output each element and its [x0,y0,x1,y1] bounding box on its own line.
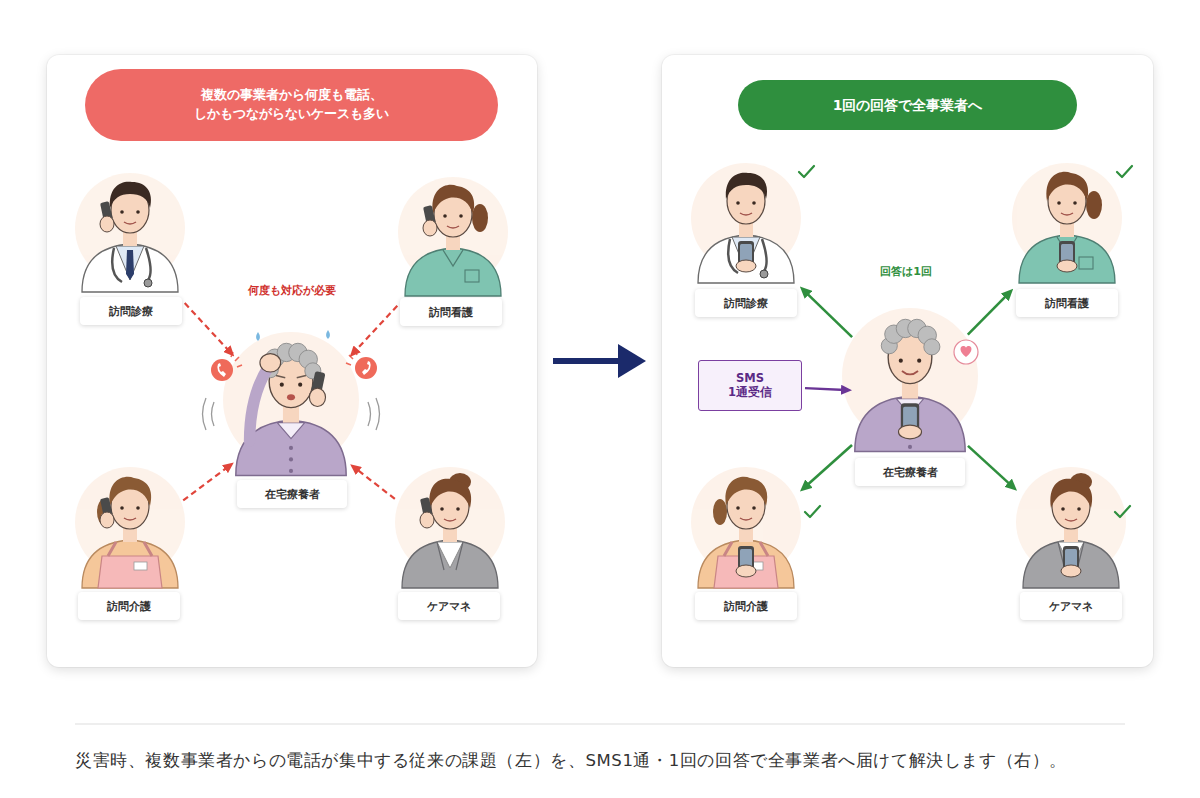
node-label: 訪問診療 [109,304,153,319]
person-node: ケアマネ [398,462,500,620]
person-node: 訪問診療 [695,152,797,317]
person-node: 在宅療養者 [237,330,347,508]
node-label: 訪問診療 [724,296,768,311]
person-node: 在宅療養者 [855,300,965,486]
annotation-label: 回答は1回 [880,264,932,279]
panel-card: 複数の事業者から何度も電話、 しかもつながらないケースも多い訪問診療 訪問看護在宅… [47,55,537,667]
panel-heading: 複数の事業者から何度も電話、 しかもつながらないケースも多い [142,86,442,124]
connector-arrow [553,358,629,364]
label-card: 訪問介護 [78,592,180,620]
caption-rule [75,724,1125,725]
person-node: 訪問介護 [695,460,797,620]
caption: 災害時、複数事業者からの電話が集中する従来の課題（左）を、SMS1通・1回の回答… [75,750,1067,772]
label-card: 訪問診療 [695,289,797,317]
heading-pill: 複数の事業者から何度も電話、 しかもつながらないケースも多い [85,69,498,141]
person-node: 訪問診療 [80,165,182,325]
person-node: ケアマネ [1020,460,1122,620]
node-label: 訪問介護 [724,599,768,614]
label-card: 在宅療養者 [237,480,347,508]
person-node: 訪問介護 [78,462,180,620]
node-label: 訪問介護 [107,599,151,614]
node-label: 訪問看護 [429,305,473,320]
label-card: 訪問介護 [695,592,797,620]
node-label: 在宅療養者 [883,465,938,480]
label-card: 在宅療養者 [855,458,965,486]
label-card: ケアマネ [1020,592,1122,620]
person-node: 訪問看護 [400,170,502,326]
node-label: ケアマネ [427,599,471,614]
annotation-label: 何度も対応が必要 [248,283,336,298]
sms-box: SMS 1通受信 [698,360,802,411]
label-card: 訪問看護 [400,298,502,326]
label-card: 訪問看護 [1016,289,1118,317]
label-card: 訪問診療 [80,297,182,325]
node-label: 訪問看護 [1045,296,1089,311]
node-label: 在宅療養者 [265,487,320,502]
label-card: ケアマネ [398,592,500,620]
panel-card: 1回の回答で全事業者へ訪問診療 訪問看護 SMS 1通受信在宅療養者訪問介護 ケアマネ [662,55,1153,667]
heading-pill: 1回の回答で全事業者へ [738,80,1077,130]
panel-heading: 1回の回答で全事業者へ [833,95,983,115]
node-label: ケアマネ [1049,599,1093,614]
node-label: SMS 1通受信 [725,372,775,400]
person-node: 訪問看護 [1016,152,1118,317]
